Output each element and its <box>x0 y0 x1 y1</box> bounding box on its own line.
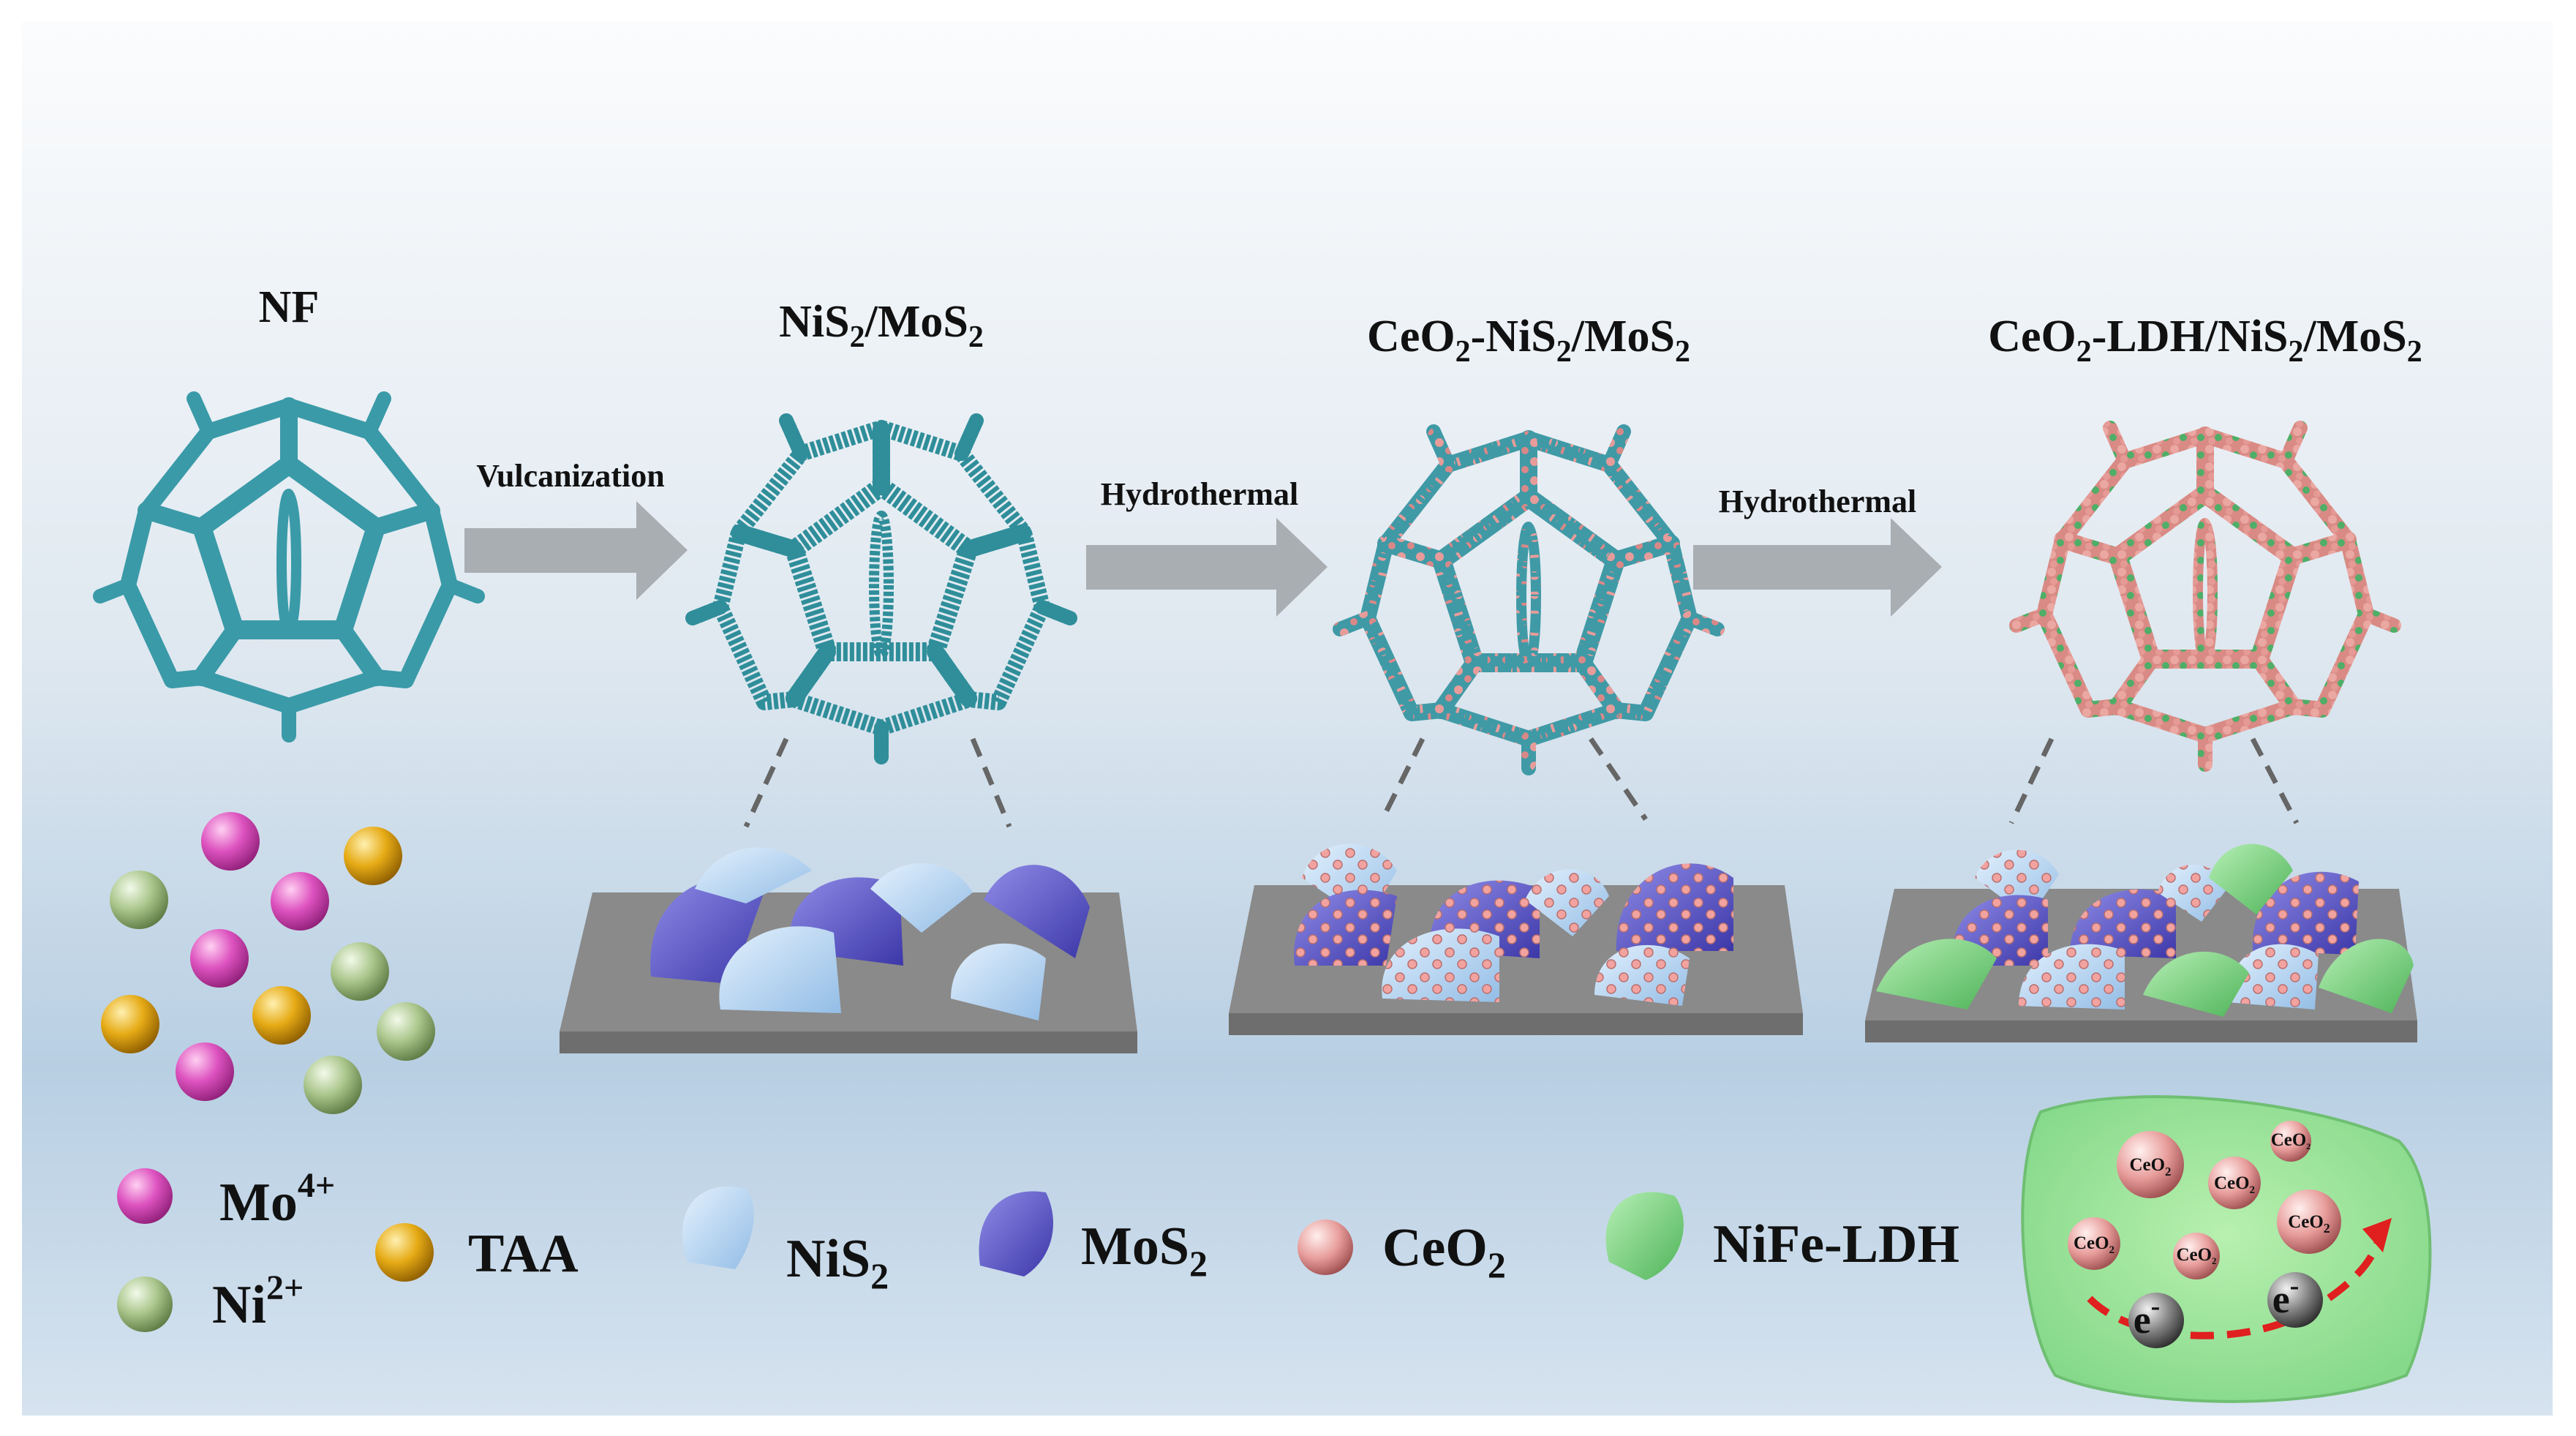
zoom-panel-ceo2-nis2-mos2 <box>1229 843 1803 1035</box>
legend-mos2-marker <box>979 1191 1053 1277</box>
legend-ceo2-marker <box>1298 1219 1353 1275</box>
electron-path-arrowhead <box>2362 1218 2392 1252</box>
electron-label-1: e- <box>2134 1291 2161 1342</box>
ceo2-particle-labels: CeO2 CeO2 CeO2 CeO2 CeO2 CeO2 <box>2074 1130 2330 1266</box>
electron-marker-1 <box>2128 1293 2184 1348</box>
svg-text:CeO2: CeO2 <box>2271 1130 2311 1151</box>
step-label-hydrothermal-1: Hydrothermal <box>1101 476 1299 512</box>
legend-nis2-label: NiS2 <box>786 1229 889 1296</box>
legend-taa-marker <box>375 1223 434 1282</box>
legend-ni-label: Ni2+ <box>212 1268 304 1335</box>
arrow-vulcanization <box>464 501 688 600</box>
electron-marker-2 <box>2267 1272 2323 1328</box>
legend-mos2-label: MoS2 <box>1081 1217 1208 1284</box>
svg-text:CeO2: CeO2 <box>2214 1173 2255 1196</box>
legend: Mo4+ Ni2+ TAA NiS2 MoS2 CeO2 NiFe-LDH <box>117 1166 1959 1335</box>
arrow-hydrothermal-2 <box>1693 518 1942 617</box>
electron-transfer-inset: CeO2 CeO2 CeO2 CeO2 CeO2 CeO2 e- e- <box>2021 1095 2432 1403</box>
legend-ldh-label: NiFe-LDH <box>1713 1214 1959 1274</box>
legend-ldh-marker <box>1605 1192 1684 1280</box>
svg-text:CeO2: CeO2 <box>2129 1155 2171 1179</box>
svg-text:CeO2: CeO2 <box>2176 1245 2216 1266</box>
legend-mo-label: Mo4+ <box>219 1166 335 1233</box>
legend-mo-marker <box>117 1168 173 1224</box>
ceo2-particles <box>2068 1121 2341 1279</box>
svg-text:CeO2: CeO2 <box>2074 1233 2114 1256</box>
arrow-hydrothermal-1 <box>1086 518 1327 617</box>
stage-title-ceo2-nis2-mos2: CeO2-NiS2/MoS2 <box>1367 312 1690 369</box>
step-label-hydrothermal-2: Hydrothermal <box>1719 484 1917 519</box>
legend-ni-marker <box>117 1277 173 1332</box>
zoom-panel-ceo2-ldh <box>1865 843 2417 1042</box>
zoom-lines <box>743 737 2300 828</box>
electron-label-2: e- <box>2272 1271 2300 1321</box>
legend-taa-label: TAA <box>468 1224 579 1284</box>
stage-title-ceo2-ldh-nis2-mos2: CeO2-LDH/NiS2/MoS2 <box>1988 312 2422 369</box>
zoom-panel-nis2-mos2 <box>560 847 1137 1053</box>
stage-title-nis2-mos2: NiS2/MoS2 <box>779 297 984 354</box>
svg-text:CeO2: CeO2 <box>2288 1212 2330 1236</box>
legend-ceo2-label: CeO2 <box>1382 1218 1506 1285</box>
stage-title-nf: NF <box>259 282 320 332</box>
step-label-vulcanization: Vulcanization <box>476 458 665 494</box>
precursor-particles <box>101 812 435 1114</box>
legend-nis2-marker <box>682 1186 754 1269</box>
